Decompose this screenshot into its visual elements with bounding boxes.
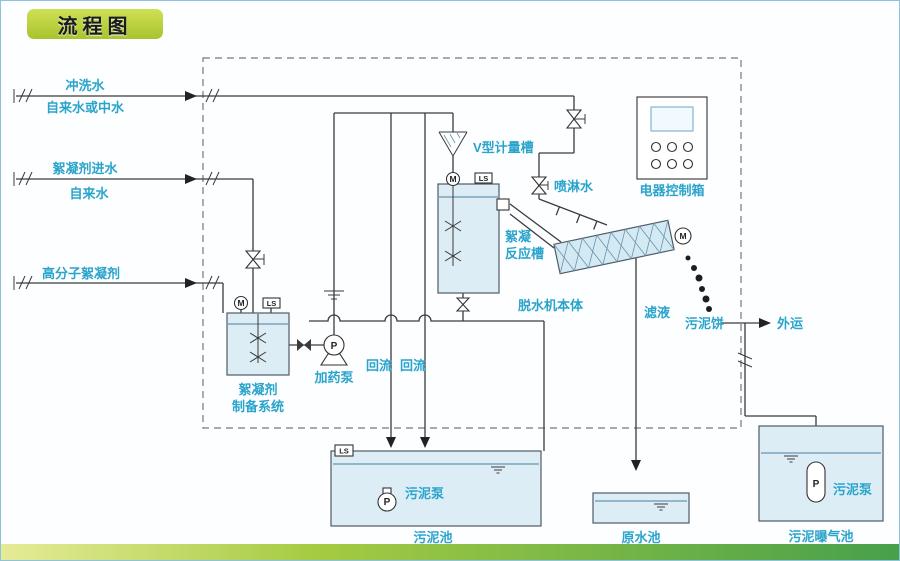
motor-icon (445, 171, 461, 187)
label-aeration-pool: 污泥曝气池 (788, 529, 853, 544)
label-sludge-cake: 污泥饼 (685, 316, 724, 331)
motor-tag: M (679, 231, 686, 241)
label-dosing-pump: 加药泵 (313, 370, 353, 385)
pump-tag: P (813, 479, 820, 490)
level-switch-tag: LS (267, 299, 277, 308)
check-valve-icon (297, 339, 311, 351)
panel-screen (650, 106, 694, 132)
ground-icon (324, 290, 344, 300)
label-filtrate: 滤液 (644, 305, 670, 320)
screw-press: M (553, 219, 692, 275)
level-switch (334, 444, 354, 457)
label-control-box: 电器控制箱 (639, 183, 704, 198)
level-switch-tag: LS (479, 174, 489, 183)
overflow-box (496, 198, 510, 211)
valve-icon-flocculant-water (244, 250, 265, 269)
valve-icon-tank-drain (455, 297, 471, 312)
label-reflux-2: 回流 (400, 358, 426, 373)
flow-arrows (185, 91, 771, 471)
label-raw-water-pool: 原水池 (621, 530, 660, 545)
level-switch (262, 297, 281, 309)
motor-icon (233, 295, 249, 311)
reaction-tank: M LS (437, 171, 510, 294)
motor-tag: M (449, 174, 456, 184)
label-reflux-1: 回流 (366, 358, 392, 373)
dosing-pump: P (319, 334, 349, 366)
spray-header (538, 198, 608, 230)
raw-water-pool (592, 492, 690, 524)
label-v-tank: V型计量槽 (473, 140, 534, 155)
label-reaction-tank-1: 絮凝 (505, 229, 532, 244)
label-flush-water-2: 自来水或中水 (46, 100, 125, 115)
label-sludge-pump-aeration: 污泥泵 (833, 482, 872, 497)
panel-buttons (650, 141, 694, 170)
valve-icon-spray (530, 176, 549, 195)
label-reaction-tank-2: 反应槽 (505, 246, 544, 261)
pipe-break-icon (13, 88, 753, 368)
pump-icon (323, 334, 345, 356)
sludge-pool: LS P (330, 444, 542, 527)
label-dewaterer: 脱水机本体 (518, 298, 584, 313)
label-prep-system-1: 絮凝剂 (238, 382, 277, 397)
control-panel (636, 96, 708, 180)
label-floc-water-2: 自来水 (69, 186, 109, 201)
motor-tag: M (237, 298, 244, 308)
sludge-cake-dots (685, 255, 712, 312)
label-polymer: 高分子絮凝剂 (42, 266, 120, 281)
label-sludge-pump-pool: 污泥泵 (405, 486, 444, 501)
label-prep-system-2: 制备系统 (232, 399, 284, 414)
system-boundary-box (202, 57, 742, 429)
label-floc-water-1: 絮凝剂进水 (52, 161, 118, 176)
motor-icon (674, 227, 692, 245)
valve-icon-top (565, 109, 586, 129)
level-switch-tag: LS (339, 447, 349, 456)
pump-tag: P (384, 497, 391, 508)
v-metering-tank (438, 131, 468, 157)
process-flow-diagram: M LS M LS P M (13, 57, 884, 545)
level-switch (474, 172, 493, 184)
page-title: 流程图 (27, 9, 163, 39)
flocculant-prep-tank: M LS (226, 295, 290, 376)
pump-icon (377, 492, 397, 512)
label-flush-water-1: 冲洗水 (65, 78, 105, 93)
label-haul-away: 外运 (776, 316, 803, 331)
label-spray-water: 喷淋水 (554, 179, 594, 194)
bottom-green-strip (1, 544, 899, 560)
aeration-pool: P (758, 425, 884, 522)
label-sludge-pool: 污泥池 (413, 530, 452, 545)
pump-icon (806, 461, 826, 503)
pump-tag: P (331, 341, 338, 352)
